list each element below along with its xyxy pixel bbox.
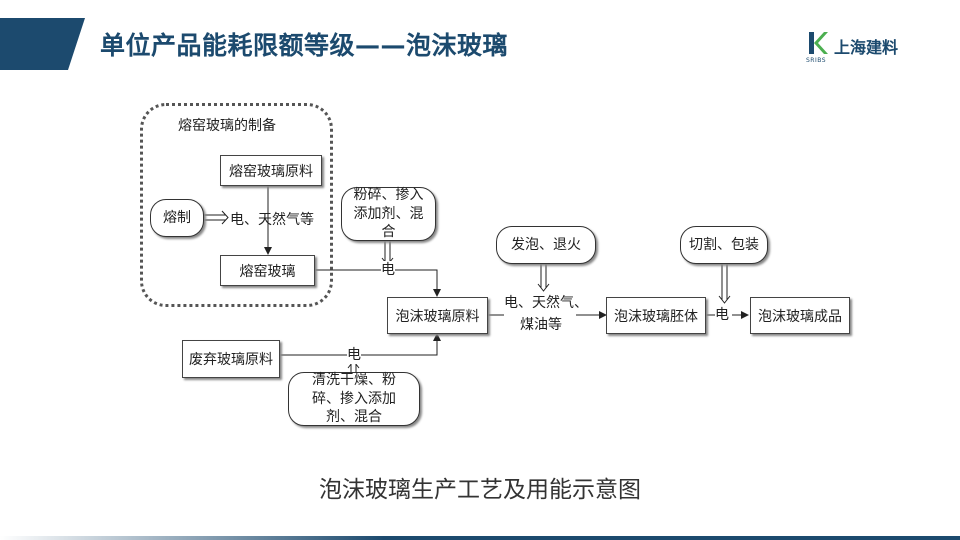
label-energy-foam-1: 电、天然气、 — [504, 295, 588, 311]
logo: 上海建料 SRIBS — [806, 30, 916, 66]
node-clean-mix: 清洗干燥、粉碎、掺入添加剂、混合 — [288, 372, 420, 426]
node-foam-body: 泡沫玻璃胚体 — [606, 297, 706, 334]
label-elec-2: 电 — [347, 346, 361, 365]
node-kiln-raw-material: 熔窑玻璃原料 — [220, 155, 322, 186]
label-energy-melt: 电、天然气等 — [230, 212, 314, 228]
logo-sub: SRIBS — [806, 57, 827, 64]
node-crush-mix: 粉碎、掺入添加剂、混合 — [341, 187, 436, 241]
node-foam-anneal: 发泡、退火 — [496, 226, 596, 264]
label-elec-1: 电 — [381, 261, 395, 280]
node-kiln-glass: 熔窑玻璃 — [220, 255, 315, 286]
logo-icon — [809, 32, 828, 54]
kiln-glass-group — [140, 103, 333, 307]
logo-name: 上海建料 — [834, 38, 899, 57]
node-foam-raw: 泡沫玻璃原料 — [387, 297, 488, 334]
bottom-accent-bar — [0, 536, 960, 540]
group-label: 熔窑玻璃的制备 — [178, 118, 276, 134]
page-title: 单位产品能耗限额等级——泡沫玻璃 — [100, 31, 509, 60]
node-cut-pack: 切割、包装 — [680, 226, 768, 264]
diagram-caption: 泡沫玻璃生产工艺及用能示意图 — [319, 477, 641, 503]
node-waste-glass: 废弃玻璃原料 — [182, 340, 280, 378]
node-product: 泡沫玻璃成品 — [750, 297, 850, 334]
node-melt: 熔制 — [150, 199, 204, 237]
label-elec-3: 电 — [715, 306, 729, 325]
label-energy-foam-2: 煤油等 — [520, 317, 562, 333]
